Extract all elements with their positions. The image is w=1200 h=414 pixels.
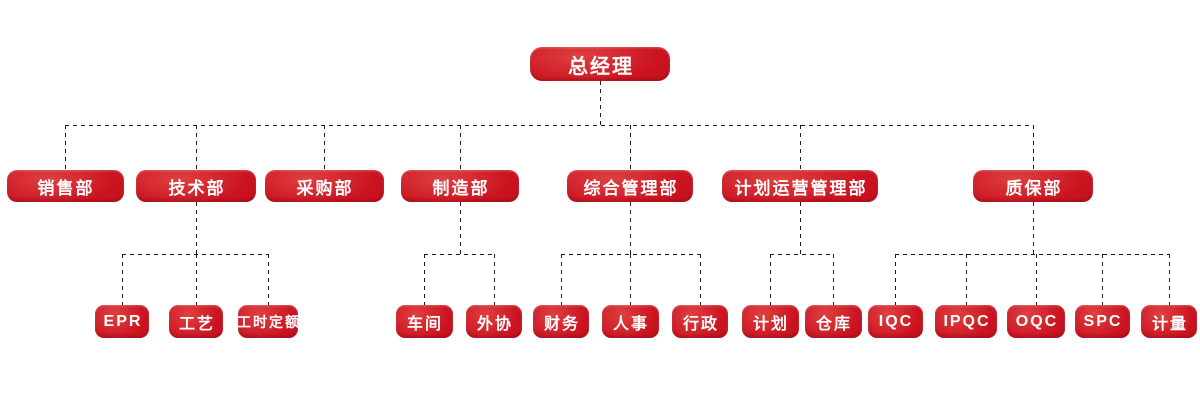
connector-vline xyxy=(1168,254,1170,305)
org-node-label: 仓库 xyxy=(815,315,852,333)
org-node-spc: SPC xyxy=(1074,305,1130,338)
connector-vline xyxy=(965,254,967,305)
org-node-planning-operations-dept: 计划运营管理部 xyxy=(722,170,878,202)
org-node-label: IQC xyxy=(878,312,914,330)
connector-vline xyxy=(195,125,197,170)
connector-vline xyxy=(195,202,197,254)
org-node-purchasing-dept: 采购部 xyxy=(264,170,384,202)
org-node-label: SPC xyxy=(1083,312,1123,330)
org-node-sales-dept: 销售部 xyxy=(6,170,124,202)
connector-vline xyxy=(459,125,461,170)
org-node-manufacturing-dept: 制造部 xyxy=(401,170,519,202)
connector-vline xyxy=(493,254,495,305)
org-node-label: 计划 xyxy=(752,315,789,333)
connector-vline xyxy=(1032,125,1034,170)
connector-hline xyxy=(561,253,700,255)
org-node-label: 人事 xyxy=(612,315,649,333)
org-node-label: 总经理 xyxy=(568,55,634,78)
connector-vline xyxy=(267,254,269,305)
org-node-label: 技术部 xyxy=(168,178,226,198)
connector-vline xyxy=(799,202,801,254)
org-node-label: 销售部 xyxy=(37,178,95,198)
org-node-epr: EPR xyxy=(95,305,149,338)
connector-vline xyxy=(1101,254,1103,305)
org-node-label: 工时定额 xyxy=(237,313,301,330)
connector-hline xyxy=(65,124,1033,126)
org-node-general-manager: 总经理 xyxy=(530,47,670,81)
org-node-label: 财务 xyxy=(543,315,580,333)
connector-vline xyxy=(121,254,123,305)
org-node-oqc: OQC xyxy=(1007,305,1065,338)
connector-vline xyxy=(195,254,197,305)
org-node-quality-assurance-dept: 质保部 xyxy=(973,170,1093,202)
org-node-label: 行政 xyxy=(682,315,719,333)
org-node-outsourcing: 外协 xyxy=(466,305,522,338)
org-node-process: 工艺 xyxy=(169,305,223,338)
connector-vline xyxy=(64,125,66,170)
connector-vline xyxy=(629,254,631,305)
connector-vline xyxy=(699,254,701,305)
org-node-label: 质保部 xyxy=(1005,178,1063,198)
org-node-label: EPR xyxy=(103,312,143,330)
connector-vline xyxy=(769,254,771,305)
org-node-general-management-dept: 综合管理部 xyxy=(567,170,693,202)
org-node-technology-dept: 技术部 xyxy=(136,170,256,202)
org-node-admin: 行政 xyxy=(672,305,728,338)
connector-vline xyxy=(1035,254,1037,305)
connector-vline xyxy=(560,254,562,305)
org-node-metrology: 计量 xyxy=(1141,305,1197,338)
connector-vline xyxy=(629,125,631,170)
org-node-workshop: 车间 xyxy=(395,305,453,338)
connector-vline xyxy=(599,81,601,125)
org-node-ipqc: IPQC xyxy=(935,305,997,338)
connector-hline xyxy=(424,253,494,255)
connector-vline xyxy=(894,254,896,305)
org-node-iqc: IQC xyxy=(867,305,923,338)
connector-vline xyxy=(323,125,325,170)
org-node-label: 车间 xyxy=(406,315,443,333)
connector-hline xyxy=(122,253,268,255)
org-node-label: 计量 xyxy=(1151,315,1188,333)
org-node-warehouse: 仓库 xyxy=(804,305,862,338)
org-node-label: 计划运营管理部 xyxy=(734,178,868,198)
org-node-label: 综合管理部 xyxy=(583,178,679,198)
org-node-hr: 人事 xyxy=(601,305,659,338)
org-node-planning: 计划 xyxy=(741,305,799,338)
connector-vline xyxy=(423,254,425,305)
org-node-finance: 财务 xyxy=(533,305,589,338)
connector-vline xyxy=(832,254,834,305)
org-node-labor-quota: 工时定额 xyxy=(237,305,301,338)
org-node-label: OQC xyxy=(1015,312,1059,330)
connector-vline xyxy=(799,125,801,170)
connector-hline xyxy=(770,253,833,255)
org-node-label: 外协 xyxy=(476,315,513,333)
connector-hline xyxy=(895,253,1169,255)
org-node-label: 制造部 xyxy=(432,178,490,198)
org-node-label: 工艺 xyxy=(178,315,215,333)
connector-vline xyxy=(1032,202,1034,254)
connector-vline xyxy=(459,202,461,254)
connector-vline xyxy=(629,202,631,254)
org-node-label: IPQC xyxy=(943,312,991,330)
org-node-label: 采购部 xyxy=(296,178,354,198)
